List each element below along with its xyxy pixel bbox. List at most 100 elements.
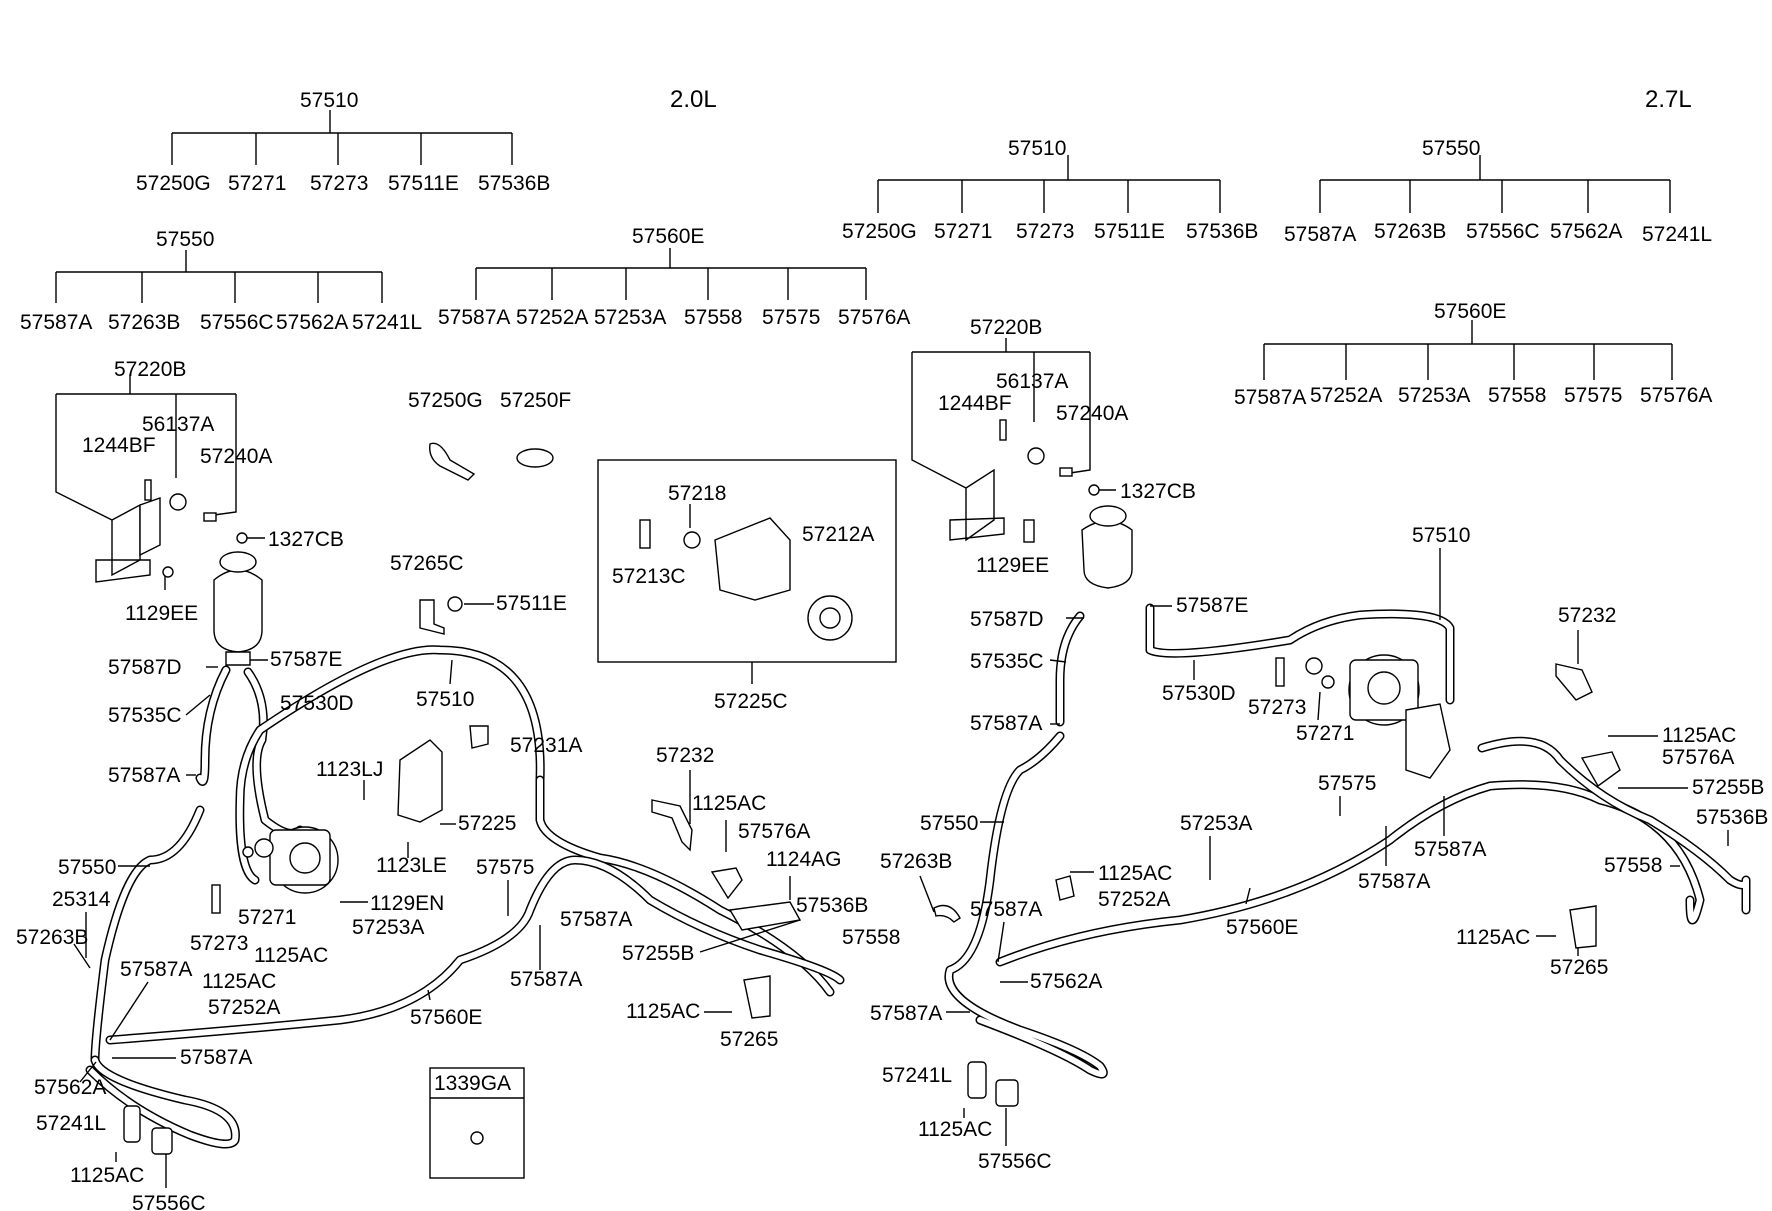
label-57536b: 57536B: [478, 172, 550, 195]
label-1123lj: 1123LJ: [316, 758, 383, 781]
label-57530d: 57530D: [1162, 682, 1236, 705]
label-57240a: 57240A: [1056, 402, 1128, 425]
label-57232: 57232: [1558, 604, 1616, 627]
bracket-57220b-right: 57220B 56137A 1244BF 57240A 1327CB 1129E…: [911, 316, 1196, 589]
label-57241l: 57241L: [36, 1112, 106, 1135]
left-labels: 57587D 57587E 57535C 57530D 57587A 57550…: [16, 648, 482, 1211]
label-57232: 57232: [656, 744, 714, 767]
label-57576a: 57576A: [738, 820, 810, 843]
label-57587a: 57587A: [20, 311, 92, 334]
label-1129en: 1129EN: [370, 892, 444, 915]
grommet-57250f-icon: [516, 448, 554, 468]
bolt-1129ee-icon: [162, 566, 174, 578]
label-57511e: 57511E: [1094, 220, 1165, 243]
bracket-57225-icon: [397, 739, 443, 823]
label-56137a: 56137A: [996, 370, 1068, 393]
label-57587a: 57587A: [438, 306, 510, 329]
washer-57271-icon: [1305, 657, 1323, 675]
label-57218: 57218: [668, 482, 726, 505]
label-1125ac: 1125AC: [1456, 926, 1530, 949]
label-57575: 57575: [1564, 384, 1622, 407]
label-57587d: 57587D: [970, 608, 1044, 631]
label-57273: 57273: [190, 932, 248, 955]
label-57250f: 57250F: [500, 389, 571, 412]
label-57510: 57510: [300, 89, 358, 112]
label-57550: 57550: [58, 856, 116, 879]
label-1327cb: 1327CB: [1120, 480, 1196, 503]
label-1244bf: 1244BF: [82, 434, 156, 457]
label-57558: 57558: [684, 306, 742, 329]
label-57587a: 57587A: [1358, 870, 1430, 893]
pin-57240a-icon: [203, 512, 217, 522]
label-57560e: 57560E: [632, 225, 704, 248]
clip-57241l-icon: [967, 1061, 987, 1099]
label-57562a: 57562A: [1550, 220, 1622, 243]
label-1125ac: 1125AC: [626, 1000, 700, 1023]
label-57556c: 57556C: [200, 311, 274, 334]
label-1125ac: 1125AC: [70, 1164, 144, 1187]
label-57252a: 57252A: [516, 306, 588, 329]
clip-57556c-icon: [151, 1127, 173, 1155]
clip-1327cb-icon: [236, 532, 248, 544]
label-57510: 57510: [1008, 137, 1066, 160]
label-1327cb: 1327CB: [268, 528, 344, 551]
label-57535c: 57535C: [108, 704, 182, 727]
label-57536b: 57536B: [796, 894, 868, 917]
tree-57560e-right: 57560E 57587A 57252A 57253A 57558 57575 …: [1234, 300, 1712, 409]
label-57556c: 57556C: [1466, 220, 1540, 243]
reservoir-cap-icon: [1089, 505, 1127, 527]
label-57550: 57550: [920, 812, 978, 835]
label-57225c: 57225C: [714, 690, 788, 713]
label-57587a: 57587A: [120, 958, 192, 981]
clip-57241l-icon: [123, 1105, 141, 1143]
label-57587a: 57587A: [108, 764, 180, 787]
label-57273: 57273: [1016, 220, 1074, 243]
label-57263b: 57263B: [16, 926, 88, 949]
label-57510: 57510: [1412, 524, 1470, 547]
label-57250g: 57250G: [408, 389, 483, 412]
label-57271: 57271: [1296, 722, 1354, 745]
label-57587e: 57587E: [270, 648, 342, 671]
mid-right-left-labels: 57232 1125AC 57576A 1124AG 57536B 57558 …: [476, 744, 900, 1051]
label-57252a: 57252A: [1098, 888, 1170, 911]
label-57562a: 57562A: [276, 311, 348, 334]
bolt-1129ee-icon: [1023, 519, 1035, 543]
label-57253a: 57253A: [1180, 812, 1252, 835]
label-57550: 57550: [156, 228, 214, 251]
box-1339ga: 1339GA: [429, 1067, 525, 1179]
label-57253a: 57253A: [594, 306, 666, 329]
label-57558: 57558: [1604, 854, 1662, 877]
clip-57556c-icon: [995, 1079, 1019, 1107]
label-57530d: 57530D: [280, 692, 354, 715]
tree-57550-left: 57550 57587A 57263B 57556C 57562A 57241L: [20, 228, 422, 334]
label-57273: 57273: [310, 172, 368, 195]
label-57220b: 57220B: [114, 358, 186, 381]
label-57250g: 57250G: [136, 172, 211, 195]
label-57587e: 57587E: [1176, 594, 1248, 617]
label-57511e: 57511E: [388, 172, 459, 195]
bushing-56137a-icon: [169, 493, 187, 511]
label-57265: 57265: [1550, 956, 1608, 979]
reservoir-cap-icon: [219, 551, 257, 573]
label-57576a: 57576A: [838, 306, 910, 329]
label-57263b: 57263B: [1374, 220, 1446, 243]
label-57587a: 57587A: [1234, 386, 1306, 409]
engine-label-2-0l: 2.0L: [670, 86, 717, 113]
engine-label-2-7l: 2.7L: [1645, 86, 1692, 113]
label-57575: 57575: [762, 306, 820, 329]
bolt-1244bf-icon: [999, 419, 1007, 441]
label-1339ga: 1339GA: [434, 1072, 511, 1095]
mid-left-parts: 57250G 57250F 57265C 57511E 57510 57231A…: [316, 389, 582, 877]
label-1129ee: 1129EE: [976, 554, 1049, 577]
label-57560e: 57560E: [1226, 916, 1298, 939]
label-1125ac: 1125AC: [202, 970, 276, 993]
label-1244bf: 1244BF: [938, 392, 1012, 415]
label-57535c: 57535C: [970, 650, 1044, 673]
label-57240a: 57240A: [200, 445, 272, 468]
label-1125ac: 1125AC: [692, 792, 766, 815]
tree-57560e-left: 57560E 57587A 57252A 57253A 57558 57575 …: [438, 225, 910, 329]
label-57556c: 57556C: [132, 1192, 206, 1211]
tree-57550-right: 57550 57587A 57263B 57556C 57562A 57241L: [1284, 137, 1712, 246]
label-1124ag: 1124AG: [766, 848, 842, 871]
